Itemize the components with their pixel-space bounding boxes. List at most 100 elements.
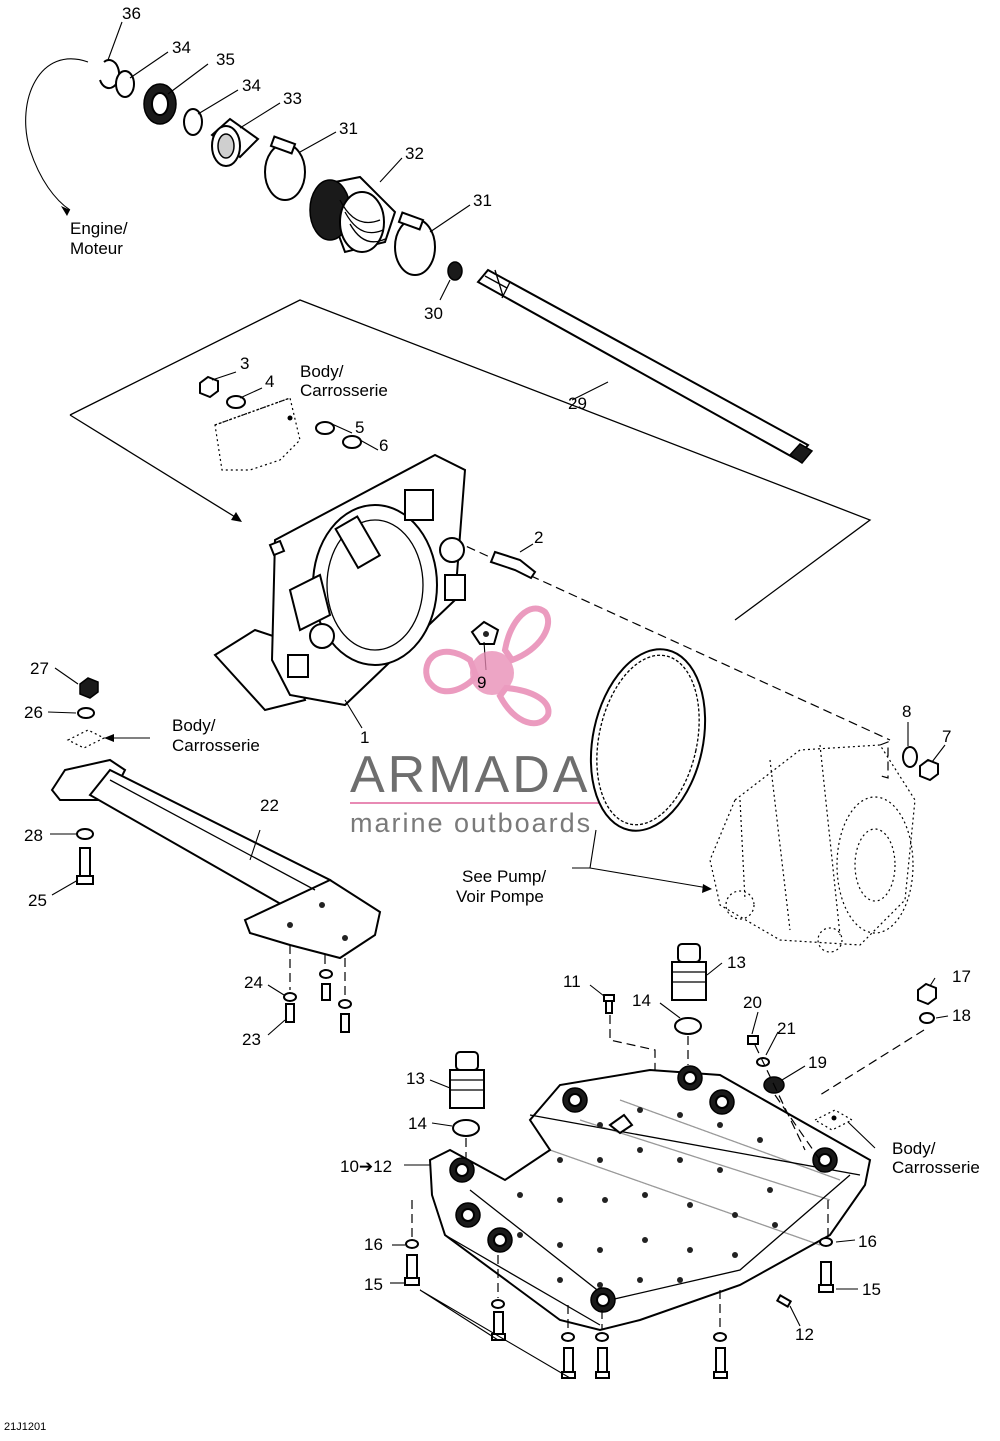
- part-3-nut: [199, 375, 219, 399]
- part-intake-plate: [428, 1065, 872, 1332]
- body-label-plate-line1: Body/: [892, 1139, 936, 1158]
- body-label-top-line1: Body/: [300, 362, 344, 381]
- callout-15-left: 15: [364, 1275, 383, 1294]
- part-31-clamp-upper: [264, 135, 306, 201]
- assembly-envelope: [69, 299, 891, 741]
- callout-34-upper: 34: [172, 38, 191, 57]
- callout-14-right: 14: [632, 991, 651, 1010]
- callout-7: 7: [942, 727, 951, 746]
- callout-28: 28: [24, 826, 43, 845]
- part-9-plate: [470, 620, 500, 645]
- callout-32: 32: [405, 144, 424, 163]
- part-29-drive-shaft: [476, 268, 814, 464]
- engine-label: Engine/ Moteur: [70, 219, 128, 258]
- engine-arrow: [25, 58, 89, 216]
- callout-31-lower: 31: [473, 191, 492, 210]
- part-13-fitting-left: [449, 1051, 485, 1109]
- part-2-stud: [489, 550, 537, 580]
- part-26-washer: [77, 707, 95, 719]
- engine-label-line2: Moteur: [70, 239, 123, 258]
- part-28-washer: [76, 828, 94, 840]
- callout-2: 2: [534, 528, 543, 547]
- part-1-hull-adapter: [213, 453, 467, 712]
- watermark-tagline: marine outboards: [350, 808, 592, 838]
- part-18-washer: [919, 1012, 935, 1024]
- part-34-o-ring-lower: [183, 108, 203, 136]
- body-patch-bracket: [66, 729, 150, 749]
- callout-15-right: 15: [862, 1280, 881, 1299]
- part-8-washer: [902, 746, 918, 768]
- engine-label-line1: Engine/: [70, 219, 128, 238]
- callout-11: 11: [563, 972, 581, 991]
- callout-18: 18: [952, 1006, 971, 1025]
- callout-22: 22: [260, 796, 279, 815]
- watermark-brand: ARMADA: [350, 746, 590, 804]
- body-label-plate-line2: Carrosserie: [892, 1158, 980, 1177]
- part-20-screw: [747, 1035, 759, 1045]
- part-7-nut: [919, 758, 939, 782]
- callout-24: 24: [244, 973, 263, 992]
- callout-8: 8: [902, 702, 911, 721]
- callout-34-lower: 34: [242, 76, 261, 95]
- part-32-boot: [309, 175, 397, 254]
- callout-29: 29: [568, 394, 587, 413]
- leaders-top: [107, 21, 609, 401]
- part-22-support: [50, 758, 382, 960]
- part-11-screw: [603, 994, 615, 1014]
- body-patch-plate: [813, 1109, 854, 1131]
- body-label-top-line2: Carrosserie: [300, 381, 388, 400]
- ring-belt: [589, 648, 707, 832]
- body-patch-top: [214, 397, 301, 471]
- callout-23: 23: [242, 1030, 261, 1049]
- pump-outline: [709, 744, 916, 953]
- callout-17: 17: [952, 967, 971, 986]
- callout-16-right: 16: [858, 1232, 877, 1251]
- body-label-plate: Body/ Carrosserie: [892, 1139, 980, 1177]
- callout-10-to-12: 10➔12: [340, 1157, 392, 1176]
- callout-36: 36: [122, 4, 141, 23]
- part-30-ring: [447, 261, 463, 281]
- part-14-o-ring-right: [674, 1017, 702, 1035]
- callout-26: 26: [24, 703, 43, 722]
- watermark-propeller-icon: [423, 605, 552, 727]
- callout-3: 3: [240, 354, 249, 373]
- callout-6: 6: [379, 436, 388, 455]
- body-label-bracket-line2: Carrosserie: [172, 736, 260, 755]
- leaders-pump: [572, 722, 946, 893]
- callout-1: 1: [360, 728, 369, 747]
- see-pump-label-line1: See Pump/: [462, 867, 546, 886]
- part-14-o-ring-left: [452, 1119, 480, 1137]
- part-25-bolt: [76, 847, 94, 885]
- callout-9: 9: [477, 673, 486, 692]
- part-13-fitting-right: [671, 943, 707, 1001]
- body-label-bracket: Body/ Carrosserie: [172, 716, 260, 755]
- part-34-o-ring-upper: [115, 70, 135, 98]
- callout-27: 27: [30, 659, 49, 678]
- callout-35: 35: [216, 50, 235, 69]
- body-label-bracket-line1: Body/: [172, 716, 216, 735]
- leaders-plate: [390, 962, 949, 1379]
- callout-13-right: 13: [727, 953, 746, 972]
- part-5-washer: [315, 421, 335, 435]
- drawing-code: 21J1201: [4, 1421, 46, 1433]
- see-pump-label: See Pump/ Voir Pompe: [456, 867, 546, 906]
- callout-19: 19: [808, 1053, 827, 1072]
- part-35-seal-carrier: [143, 83, 177, 125]
- callout-31-upper: 31: [339, 119, 358, 138]
- callout-numbers: 36 34 35 34 33 31 32 31 30 29 3 4 5 6 2 …: [24, 4, 971, 1344]
- callout-4: 4: [265, 372, 274, 391]
- part-31-clamp-lower: [394, 211, 436, 276]
- plate-fasteners: [404, 1237, 834, 1379]
- leaders-bracket: [47, 667, 286, 1036]
- callout-5: 5: [355, 418, 364, 437]
- see-pump-label-line2: Voir Pompe: [456, 887, 544, 906]
- callout-25: 25: [28, 891, 47, 910]
- body-label-top: Body/ Carrosserie: [300, 362, 388, 400]
- parts-23-24-fasteners: [283, 945, 352, 1033]
- callout-14-left: 14: [408, 1114, 427, 1133]
- part-6-lock-washer: [342, 435, 362, 449]
- callout-33: 33: [283, 89, 302, 108]
- part-17-nut: [917, 982, 937, 1006]
